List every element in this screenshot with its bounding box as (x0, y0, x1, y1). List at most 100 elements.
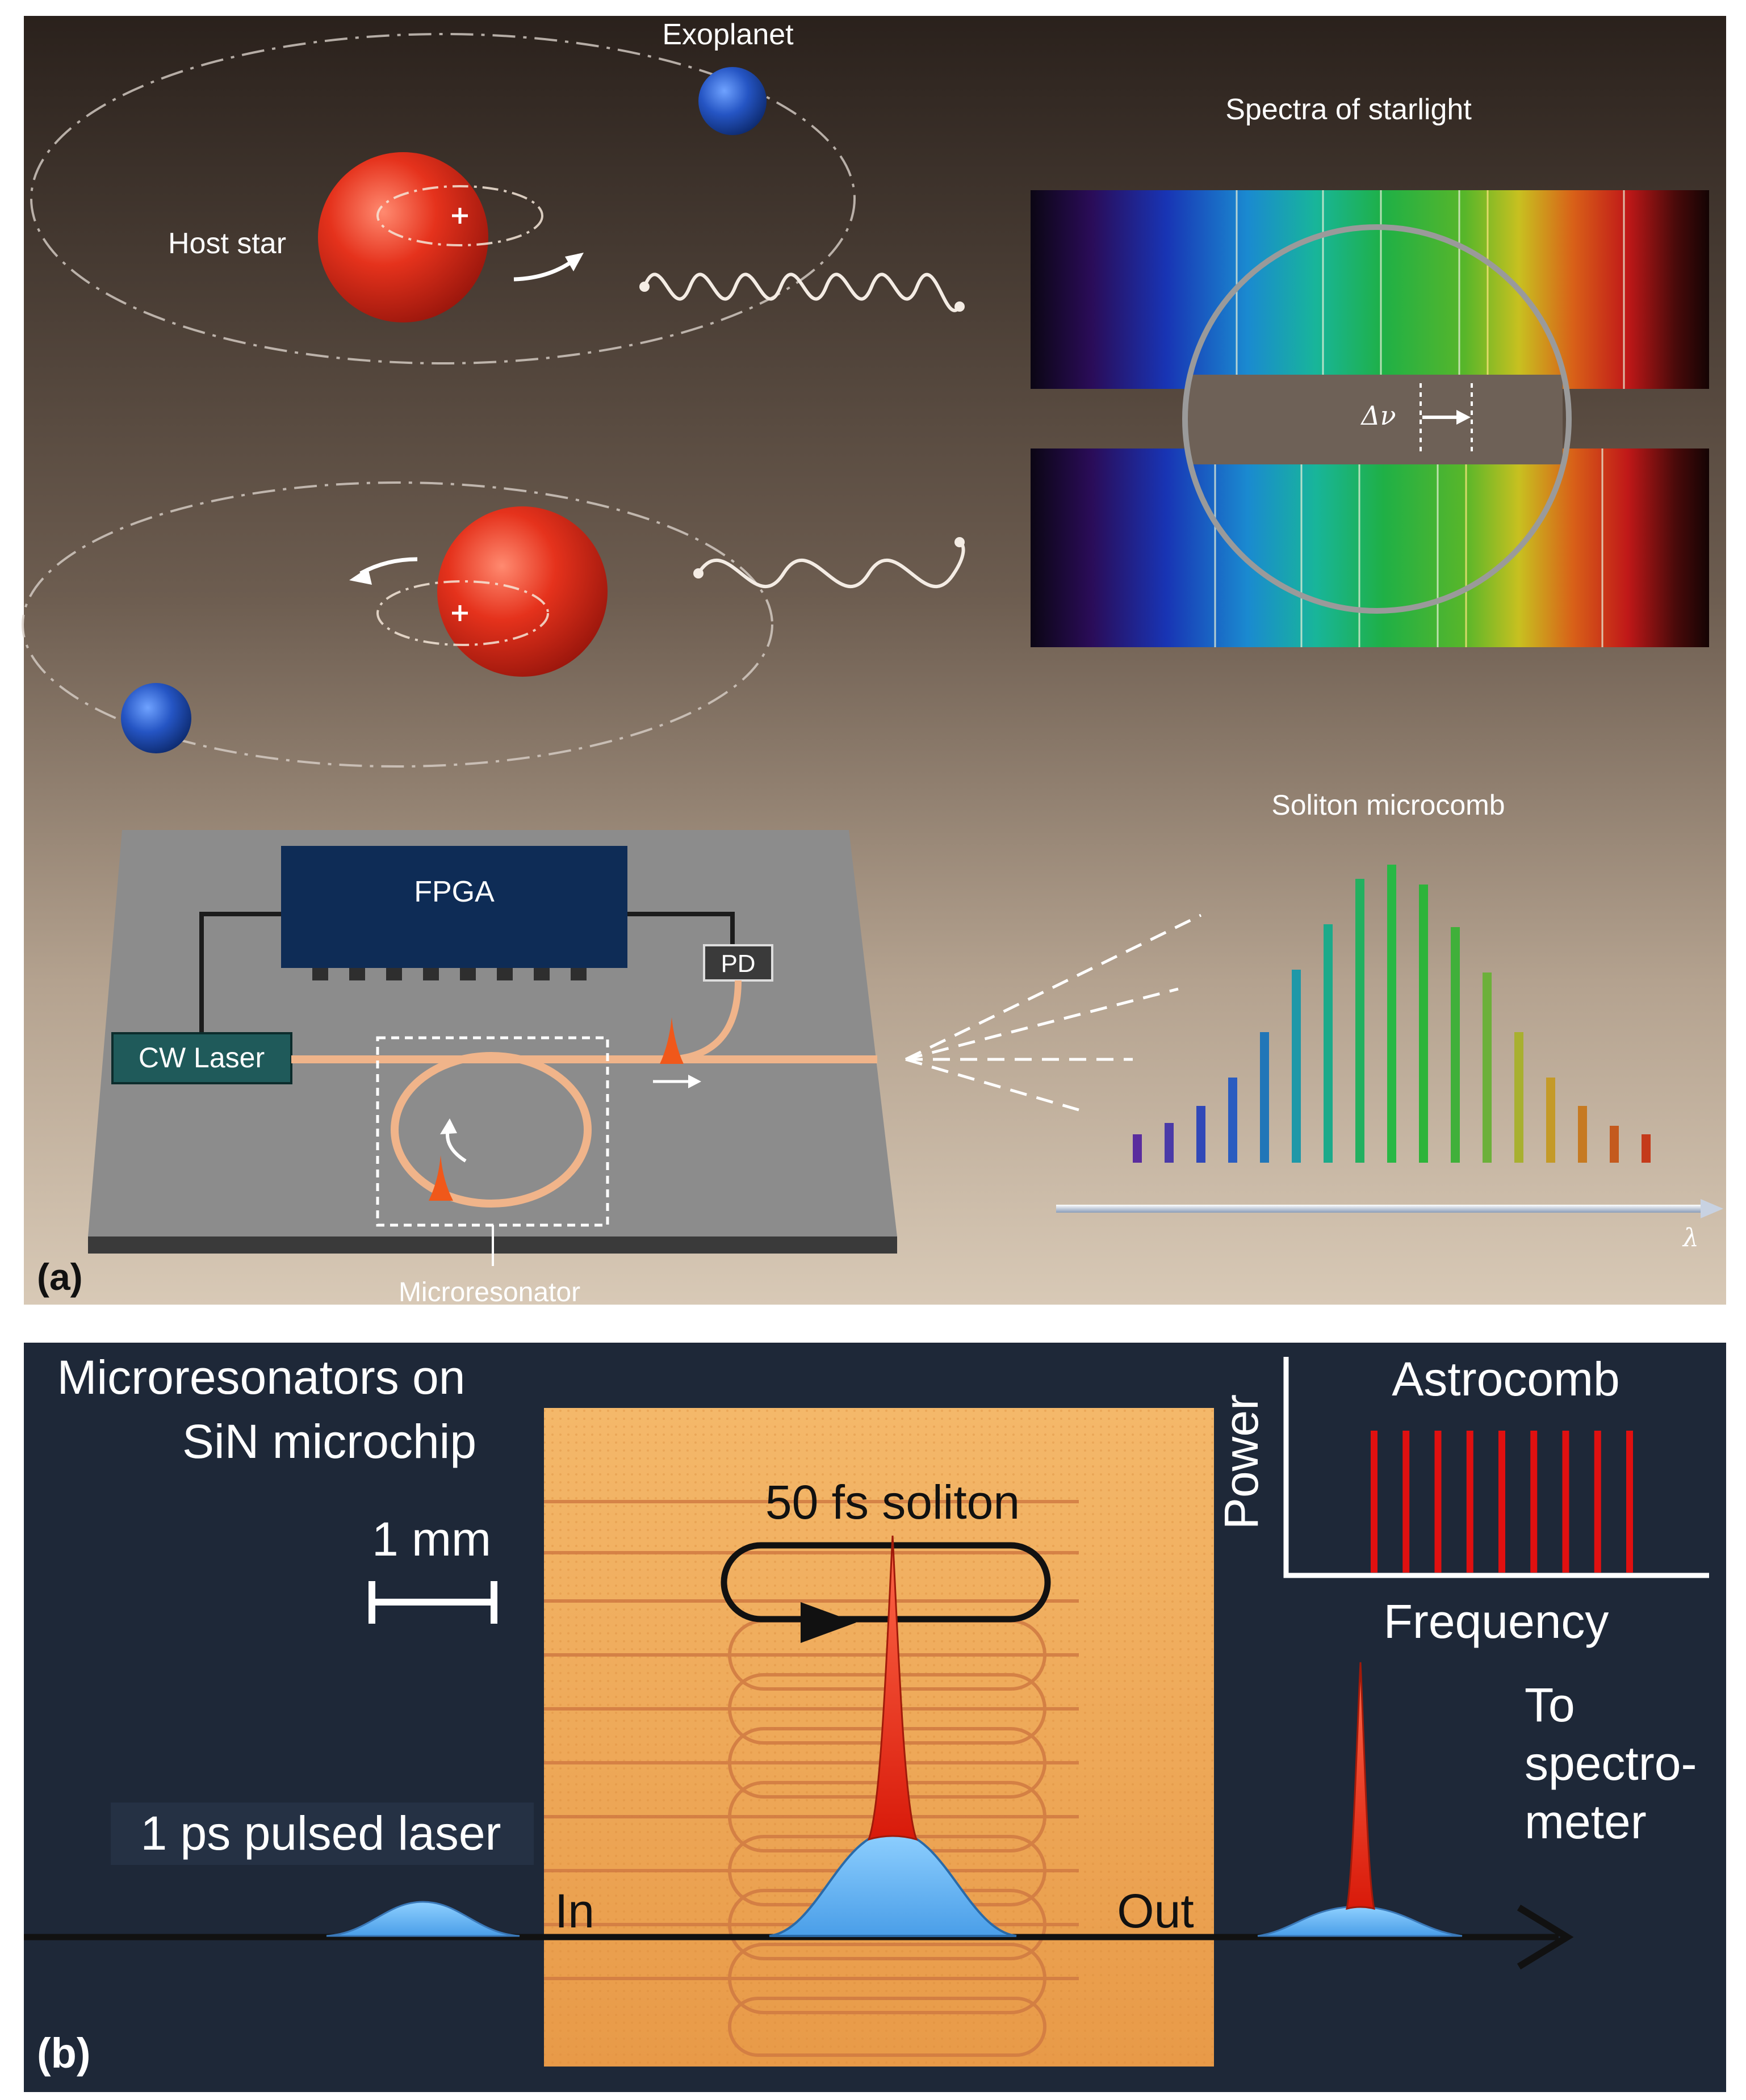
astrocomb-axes (1283, 1357, 1709, 1578)
microresonator-label: Microresonator (399, 1277, 580, 1307)
fpga-label: FPGA (414, 875, 495, 908)
bus-direction-arrowhead-icon (688, 1075, 701, 1088)
upper-star-orbit (376, 185, 543, 246)
photonic-chip: FPGA PD CW Laser (88, 830, 897, 1266)
lower-star-orbit (376, 580, 549, 646)
pulsed-laser-label-box (111, 1803, 534, 1865)
lower-wave-start-dot (693, 568, 704, 579)
cw-laser-label: CW Laser (139, 1042, 265, 1074)
lambda-label: λ (1682, 1223, 1699, 1252)
comb-line (1483, 973, 1492, 1163)
comb-line (1228, 1078, 1237, 1163)
astrocomb-label: Astrocomb (1392, 1352, 1619, 1406)
cw-laser-box (111, 1032, 292, 1084)
lower-spectrum (1031, 448, 1709, 647)
ring-soliton-pulse (429, 1155, 453, 1201)
spectra-of-starlight-label: Spectra of starlight (1225, 93, 1472, 126)
upper-star-system (30, 33, 965, 364)
lower-motion-arrowhead-icon (349, 568, 372, 585)
comb-line (1324, 924, 1333, 1163)
input-pulse (326, 1901, 520, 1937)
soliton-microcomb (1133, 865, 1651, 1163)
lower-star-system (22, 481, 965, 768)
wavelength-axis-arrowhead-icon (1701, 1199, 1723, 1218)
upper-exoplanet (698, 67, 767, 135)
starlight-spectra: Δν (1031, 190, 1709, 647)
upper-host-star (318, 152, 488, 322)
photodetector-box (703, 944, 773, 982)
ring-circulation-arrowhead-icon (440, 1118, 457, 1134)
astrocomb-inset: Astrocomb Power Frequency (1215, 1352, 1709, 1648)
upper-planet-orbit (30, 33, 856, 364)
pulsed-laser-label: 1 ps pulsed laser (140, 1806, 501, 1860)
scale-bar-label: 1 mm (372, 1512, 491, 1566)
lower-planet-orbit (22, 481, 773, 768)
exoplanet-label: Exoplanet (662, 18, 794, 51)
lower-barycenter-plus-icon (452, 605, 468, 621)
microchip-waveguides (544, 1500, 1079, 2057)
comb-line (1419, 885, 1428, 1163)
panel-a: Exoplanet Host star Spectra of starlight (22, 16, 1726, 1307)
comb-line (1546, 1078, 1555, 1163)
output-soliton-peak (1346, 1662, 1375, 1910)
lower-starlight-wave (697, 540, 965, 589)
lower-absorption-lines (1214, 448, 1603, 647)
in-label: In (555, 1884, 594, 1938)
comb-line (1165, 1123, 1174, 1163)
drop-waveguide-to-pd (669, 980, 742, 1063)
fpga-chip (281, 846, 627, 968)
soliton-microcomb-label: Soliton microcomb (1271, 789, 1505, 821)
propagation-arrowhead-icon (1517, 1904, 1574, 1970)
panel-b-tag: (b) (37, 2030, 91, 2077)
comb-line (1260, 1032, 1269, 1163)
comb-line (1355, 879, 1364, 1163)
spectrum-gap-band (1188, 375, 1563, 464)
upper-starlight-wave (643, 273, 961, 312)
bus-soliton-pulse (660, 1017, 684, 1064)
soliton-loop-arrowhead-icon (801, 1602, 856, 1643)
wavelength-axis (1056, 1205, 1703, 1213)
comb-line (1133, 1134, 1142, 1163)
sin-microchip-texture (544, 1408, 1214, 2067)
frequency-axis-label: Frequency (1384, 1595, 1609, 1648)
comb-line (1578, 1106, 1587, 1163)
to-spectrometer-line3: meter (1525, 1795, 1647, 1848)
host-star-label: Host star (168, 227, 286, 260)
panel-a-tag: (a) (37, 1256, 83, 1298)
upper-motion-arrowhead-icon (565, 253, 584, 271)
doppler-shift-arrowhead-icon (1456, 410, 1471, 425)
comb-line (1387, 865, 1396, 1163)
lower-host-star (437, 506, 608, 677)
upper-spectrum (1031, 190, 1709, 389)
chip-soliton-peak (867, 1535, 918, 1841)
upper-wave-start-dot (639, 282, 650, 292)
comb-line (1292, 970, 1301, 1163)
microresonator-ring (391, 1052, 592, 1208)
astrocomb-lines (1371, 1431, 1633, 1573)
fpga-pins (312, 968, 587, 980)
soliton-label: 50 fs soliton (765, 1476, 1020, 1529)
zoom-lines (905, 913, 1202, 1112)
scale-bar (369, 1581, 497, 1624)
comb-line (1642, 1134, 1651, 1163)
to-spectrometer-line2: spectro- (1525, 1737, 1697, 1790)
comb-line (1196, 1106, 1205, 1163)
lower-exoplanet (121, 683, 191, 753)
fpga-to-pd-wire (627, 912, 735, 948)
pd-label: PD (721, 950, 755, 978)
comb-line (1610, 1126, 1619, 1163)
panel-b: 1 ps pulsed laser Microresonators on SiN… (24, 1343, 1726, 2092)
upper-barycenter-plus-icon (452, 208, 468, 224)
soliton-loop (721, 1542, 1051, 1623)
panel-b-title-line2: SiN microchip (182, 1415, 476, 1468)
fpga-to-laser-wire (199, 912, 281, 1033)
panel-b-title-line1: Microresonators on (57, 1351, 466, 1404)
upper-wave-end-dot (954, 301, 965, 312)
spectrum-magnifier-ring (1182, 224, 1572, 614)
to-spectrometer-line1: To (1525, 1678, 1575, 1732)
comb-line (1514, 1032, 1523, 1163)
out-label: Out (1117, 1884, 1194, 1938)
power-axis-label: Power (1215, 1394, 1268, 1529)
comb-line (1451, 927, 1460, 1163)
delta-nu-label: Δν (1360, 400, 1396, 431)
